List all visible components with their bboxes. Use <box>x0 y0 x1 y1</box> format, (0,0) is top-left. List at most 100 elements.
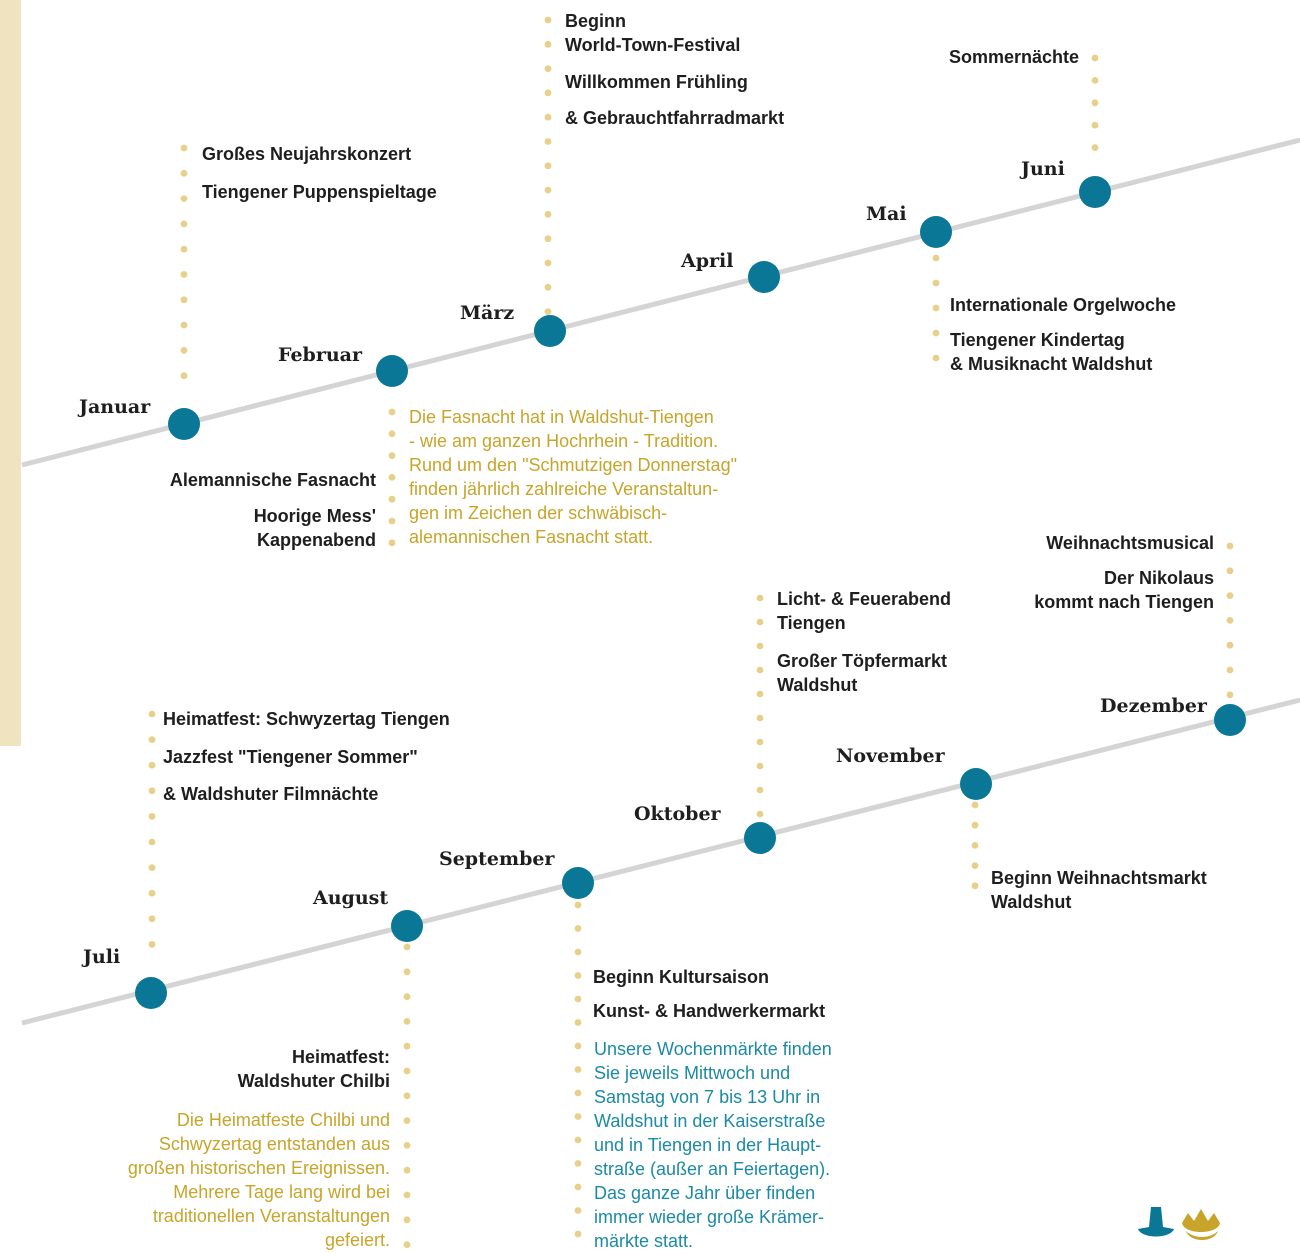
connector-dot <box>403 943 411 951</box>
connector-dot <box>932 279 940 287</box>
connector-dot <box>756 714 764 722</box>
connector-dot <box>544 259 552 267</box>
event-willkommen-fruehling: Willkommen Frühling <box>565 72 748 92</box>
month-label-september: September <box>439 848 555 870</box>
month-label-juli: Juli <box>83 946 121 968</box>
connector-dot <box>756 618 764 626</box>
event-kappenabend: Kappenabend <box>256 530 376 550</box>
connector-dot <box>403 968 411 976</box>
connector-dot <box>544 211 552 218</box>
connector-dot <box>971 882 979 890</box>
connector-dot <box>574 1183 582 1191</box>
paragraph-line: Das ganze Jahr über finden <box>594 1183 816 1203</box>
event-waldshuter-chilbi: Waldshuter Chilbi <box>237 1071 390 1091</box>
connector-dot <box>403 993 411 1000</box>
node-september <box>562 867 594 899</box>
month-label-april: April <box>681 250 734 272</box>
node-august <box>391 910 423 942</box>
connector-dot <box>574 1113 582 1120</box>
connector-dot <box>1091 99 1099 107</box>
month-label-august: August <box>313 887 389 909</box>
paragraph-line: traditionellen Veranstaltungen <box>152 1206 390 1226</box>
connector-dot <box>388 452 396 459</box>
connector-dot <box>148 813 156 820</box>
connector-dot <box>574 1230 582 1238</box>
event-hoorige-mess: Hoorige Mess' <box>253 506 376 526</box>
connector-dot <box>1226 592 1234 599</box>
connector-dot <box>574 995 582 1003</box>
connector-dot <box>932 329 940 337</box>
connector-dot <box>574 1042 582 1050</box>
event-orgelwoche: Internationale Orgelwoche <box>950 295 1177 315</box>
connector-dot <box>180 296 188 304</box>
connector-dot <box>180 245 188 253</box>
connector-dot <box>180 271 188 278</box>
paragraph-line: immer wieder große Krämer- <box>594 1207 825 1227</box>
month-label-oktober: Oktober <box>634 803 721 825</box>
connector-dot <box>1091 121 1099 129</box>
event-alemannische-fasnacht: Alemannische Fasnacht <box>169 470 376 490</box>
connector-dot <box>544 283 552 291</box>
sidebar-accent <box>0 0 21 746</box>
connector-dot <box>403 1067 411 1075</box>
connector-dot <box>403 1117 411 1124</box>
node-februar <box>376 355 408 387</box>
paragraph-line: Waldshut in der Kaiserstraße <box>594 1111 826 1131</box>
connector-dot <box>971 801 979 809</box>
connector-dot <box>544 40 552 48</box>
connector-dot <box>544 16 552 24</box>
connector-dot <box>756 786 764 794</box>
paragraph-line: alemannischen Fasnacht statt. <box>409 527 654 547</box>
connector-dot <box>403 1092 411 1100</box>
paragraph-line: - wie am ganzen Hochrhein - Tradition. <box>409 431 719 451</box>
event-puppenspieltage: Tiengener Puppenspieltage <box>202 182 437 202</box>
connector-dot <box>574 1066 582 1073</box>
connector-dot <box>574 901 582 909</box>
connector-dot <box>544 113 552 121</box>
connector-dot <box>756 762 764 770</box>
connector-dot <box>574 1089 582 1097</box>
event-gebrauchtfahrradmarkt: & Gebrauchtfahrradmarkt <box>565 108 785 128</box>
connector-dot <box>148 787 156 795</box>
connector-dot <box>1226 641 1234 649</box>
paragraph-line: straße (außer an Feiertagen). <box>594 1159 831 1179</box>
connector-dot <box>574 1019 582 1026</box>
paragraph-line: gefeiert. <box>324 1230 390 1250</box>
event-weihnachtsmarkt: Beginn Weihnachtsmarkt <box>991 868 1207 888</box>
paragraph-line: Samstag von 7 bis 13 Uhr in <box>594 1087 821 1107</box>
month-label-november: November <box>836 745 945 767</box>
connector-dot <box>1226 567 1234 575</box>
wochenmaerkte-description: Unsere Wochenmärkte finden Sie jeweils M… <box>594 1037 832 1253</box>
connector-dot <box>756 642 764 650</box>
node-november <box>960 768 992 800</box>
connector-dot <box>574 1207 582 1214</box>
event-heimatfest: Heimatfest: <box>291 1047 390 1067</box>
paragraph-line: und in Tiengen in der Haupt- <box>594 1135 822 1155</box>
connector-dot <box>403 1142 411 1149</box>
connector-dot <box>932 354 940 362</box>
paragraph-line: Die Heimatfeste Chilbi und <box>176 1110 390 1130</box>
paragraph-line: großen historischen Ereignissen. <box>127 1158 390 1178</box>
connector-dot <box>1226 666 1234 674</box>
paragraph-line: finden jährlich zahlreiche Veranstaltun- <box>409 479 719 499</box>
paragraph-line: Rund um den "Schmutzigen Donnerstag" <box>409 455 737 475</box>
event-kultursaison: Beginn Kultursaison <box>593 967 770 987</box>
connector-dot <box>574 925 582 932</box>
node-juli <box>135 977 167 1009</box>
connector-dot <box>1091 144 1099 152</box>
connector-dot <box>180 372 188 380</box>
connector-dot <box>403 1018 411 1025</box>
connector-dot <box>388 408 396 416</box>
connector-dot <box>388 517 396 525</box>
paragraph-line: märkte statt. <box>594 1231 694 1251</box>
connector-dot <box>148 864 156 871</box>
connector-dot <box>148 736 156 743</box>
event-kindertag: Tiengener Kindertag <box>950 330 1125 350</box>
event-handwerkermarkt: Kunst- & Handwerkermarkt <box>593 1001 826 1021</box>
connector-dot <box>180 144 188 152</box>
heimatfeste-description: Die Heimatfeste Chilbi und Schwyzertag e… <box>128 1108 390 1252</box>
fasnacht-description: Die Fasnacht hat in Waldshut-Tiengen - w… <box>409 405 737 549</box>
connector-dot <box>574 1136 582 1144</box>
event-toepfermarkt: Großer Töpfermarkt <box>777 651 948 671</box>
connector-dot <box>403 1166 411 1174</box>
